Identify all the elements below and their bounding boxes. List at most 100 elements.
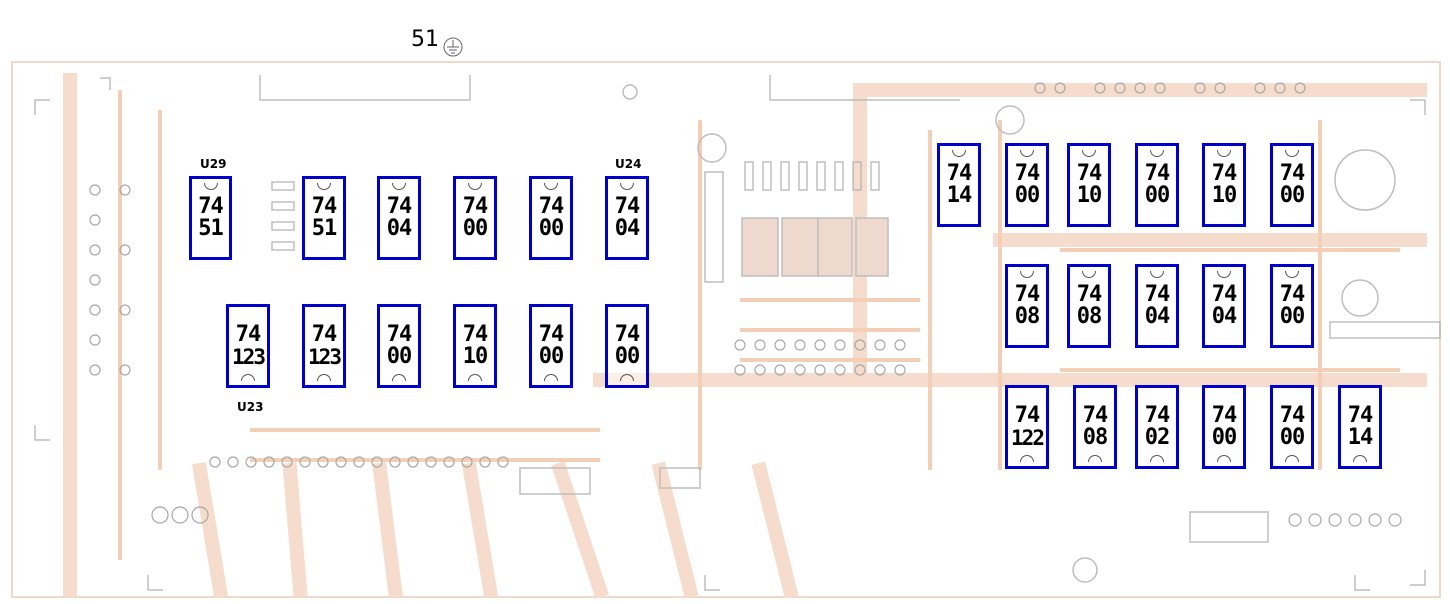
chip-notch-icon (620, 374, 634, 381)
ic-chip[interactable]: 74 123 (302, 304, 346, 388)
chip-notch-icon (1082, 150, 1096, 157)
chip-type: 00 (614, 344, 640, 369)
chip-type: 04 (1211, 304, 1237, 329)
ic-chip[interactable]: 74 10 (453, 304, 497, 388)
chip-notch-icon (1088, 455, 1102, 462)
chip-notch-icon (241, 374, 255, 381)
ic-chip[interactable]: 74 08 (1067, 264, 1111, 348)
chip-type: 00 (538, 344, 564, 369)
ic-chip[interactable]: 74 14 (1338, 385, 1382, 469)
chip-series: 74 (1014, 403, 1040, 428)
ic-chip[interactable]: 74 00 (529, 176, 573, 260)
ic-chip[interactable]: 74 122 (1005, 385, 1049, 469)
chip-type: 00 (1279, 304, 1305, 329)
chip-series: 74 (1211, 161, 1237, 186)
ic-chip[interactable]: 74 08 (1005, 264, 1049, 348)
chip-notch-icon (317, 374, 331, 381)
chip-series: 74 (1347, 403, 1373, 428)
ic-chip[interactable]: 74 00 (1270, 385, 1314, 469)
ic-chip[interactable]: 74 123 (226, 304, 270, 388)
ic-chip[interactable]: 74 04 (1135, 264, 1179, 348)
chip-series: 74 (538, 194, 564, 219)
chip-type: 04 (614, 216, 640, 241)
ic-chip[interactable]: 74 00 (529, 304, 573, 388)
ic-chip[interactable]: 74 00 (1270, 264, 1314, 348)
refdes-u24: U24 (615, 157, 642, 171)
chip-notch-icon (620, 183, 634, 190)
ic-chip[interactable]: 74 51 (189, 176, 232, 260)
ic-chip[interactable]: 74 51 (302, 176, 346, 260)
chip-notch-icon (1285, 150, 1299, 157)
chip-series: 74 (1144, 282, 1170, 307)
chip-type: 00 (1014, 183, 1040, 208)
chip-notch-icon (1285, 455, 1299, 462)
chip-notch-icon (1353, 455, 1367, 462)
chip-type: 04 (1144, 304, 1170, 329)
chip-series: 74 (386, 194, 412, 219)
ic-chip[interactable]: 74 00 (1135, 143, 1179, 227)
ic-chip[interactable]: 74 00 (377, 304, 421, 388)
chip-type: 00 (538, 216, 564, 241)
chip-series: 74 (614, 322, 640, 347)
chip-notch-icon (1217, 150, 1231, 157)
chip-notch-icon (468, 183, 482, 190)
chip-type: 02 (1144, 425, 1170, 450)
board-label-51: 51 (411, 27, 439, 52)
chip-series: 74 (1014, 282, 1040, 307)
chip-series: 74 (311, 194, 337, 219)
chip-notch-icon (1285, 271, 1299, 278)
chip-notch-icon (1020, 150, 1034, 157)
chip-type: 123 (232, 345, 266, 369)
chip-notch-icon (392, 183, 406, 190)
chip-type: 00 (1144, 183, 1170, 208)
chip-type: 00 (1279, 425, 1305, 450)
ic-chip[interactable]: 74 02 (1135, 385, 1179, 469)
ic-chip[interactable]: 74 10 (1067, 143, 1111, 227)
chip-type: 00 (462, 216, 488, 241)
chip-type: 08 (1014, 304, 1040, 329)
chip-notch-icon (1217, 271, 1231, 278)
chip-series: 74 (235, 322, 261, 347)
chip-type: 08 (1076, 304, 1102, 329)
ic-chip[interactable]: 74 00 (1270, 143, 1314, 227)
chip-type: 14 (1347, 425, 1373, 450)
ic-chip[interactable]: 74 04 (605, 176, 649, 260)
chip-series: 74 (538, 322, 564, 347)
ic-chip[interactable]: 74 14 (937, 143, 981, 227)
chip-type: 51 (198, 216, 223, 241)
chip-notch-icon (392, 374, 406, 381)
chip-notch-icon (1217, 455, 1231, 462)
chip-type: 10 (1076, 183, 1102, 208)
chip-series: 74 (311, 322, 337, 347)
chip-series: 74 (198, 194, 223, 219)
ic-chip[interactable]: 74 10 (1202, 143, 1246, 227)
chip-notch-icon (1082, 271, 1096, 278)
chip-series: 74 (1076, 161, 1102, 186)
ic-chip[interactable]: 74 00 (1005, 143, 1049, 227)
ic-chip[interactable]: 74 04 (377, 176, 421, 260)
chip-series: 74 (1211, 403, 1237, 428)
chip-series: 74 (1082, 403, 1108, 428)
ic-chip[interactable]: 74 00 (453, 176, 497, 260)
refdes-u23: U23 (237, 400, 264, 414)
chip-type: 04 (386, 216, 412, 241)
ic-chip[interactable]: 74 00 (605, 304, 649, 388)
chip-notch-icon (952, 150, 966, 157)
ic-chip[interactable]: 74 08 (1073, 385, 1117, 469)
chip-notch-icon (317, 183, 331, 190)
ic-chip[interactable]: 74 00 (1202, 385, 1246, 469)
chip-notch-icon (203, 183, 218, 190)
chip-type: 14 (946, 183, 972, 208)
chip-series: 74 (1144, 403, 1170, 428)
chip-notch-icon (1150, 150, 1164, 157)
chip-type: 123 (308, 345, 342, 369)
chip-series: 74 (1279, 403, 1305, 428)
refdes-u29: U29 (200, 157, 227, 171)
chip-series: 74 (946, 161, 972, 186)
chip-type: 51 (311, 216, 337, 241)
ic-chip[interactable]: 74 04 (1202, 264, 1246, 348)
chip-series: 74 (462, 322, 488, 347)
chip-notch-icon (468, 374, 482, 381)
chip-series: 74 (1211, 282, 1237, 307)
